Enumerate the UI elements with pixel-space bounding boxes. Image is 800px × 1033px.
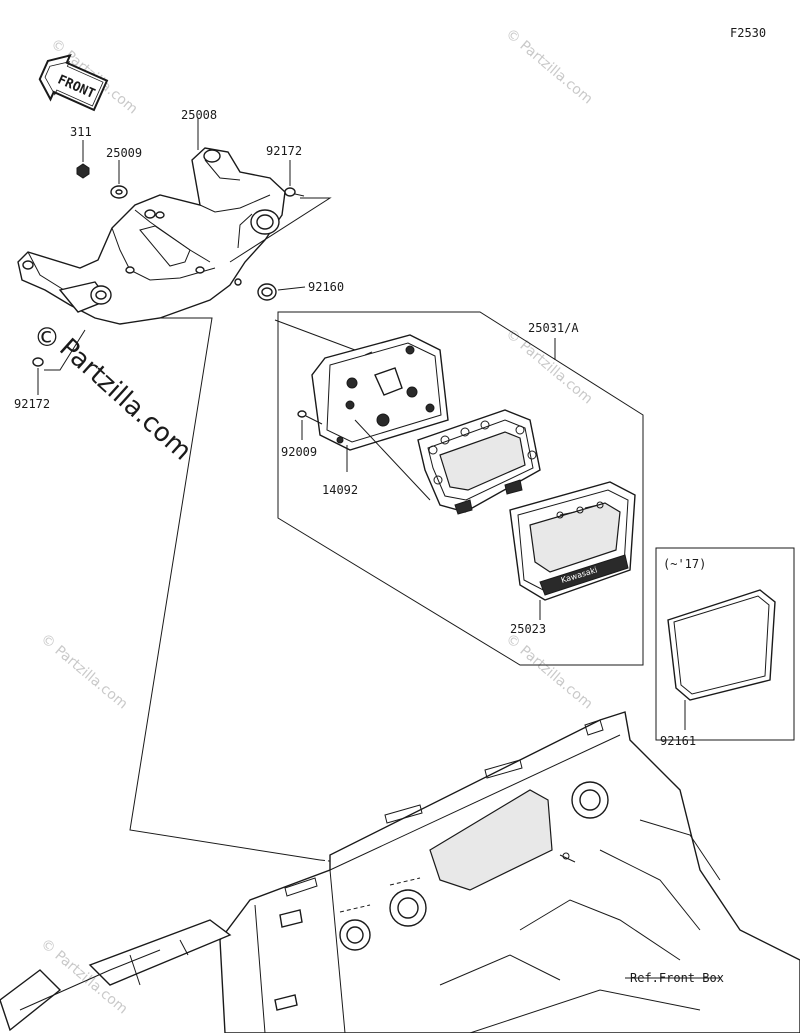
copyright-symbol: © xyxy=(34,323,60,353)
nut-311 xyxy=(76,140,90,179)
figure-code: F2530 xyxy=(730,26,766,40)
part-label-92172-top: 92172 xyxy=(266,144,302,158)
washer-25009 xyxy=(110,160,128,199)
meter-frame xyxy=(417,409,541,515)
screw-92009 xyxy=(297,410,323,440)
grommet-92160 xyxy=(257,283,306,301)
variant-note: (~'17) xyxy=(663,557,706,571)
part-label-14092: 14092 xyxy=(322,483,358,497)
part-label-92172-bottom: 92172 xyxy=(14,397,50,411)
reference-label: Ref.Front Box xyxy=(630,971,724,985)
bracket-25008 xyxy=(17,147,286,325)
part-label-25009: 25009 xyxy=(106,146,142,160)
part-label-92160: 92160 xyxy=(308,280,344,294)
part-label-25023: 25023 xyxy=(510,622,546,636)
watermark: © Partzilla.com xyxy=(502,631,595,713)
part-label-25008: 25008 xyxy=(181,108,217,122)
assembly-box-outline xyxy=(277,311,644,666)
part-label-311: 311 xyxy=(70,125,92,139)
part-label-92009: 92009 xyxy=(281,445,317,459)
bolt-92172-top xyxy=(284,160,305,197)
meter-cover-14092 xyxy=(311,334,449,472)
front-box xyxy=(0,711,800,1033)
watermark: © Partzilla.com xyxy=(502,326,595,408)
part-label-92161: 92161 xyxy=(660,734,696,748)
variant-box xyxy=(655,547,795,741)
part-label-25031A: 25031/A xyxy=(528,321,579,335)
partzilla-watermark: © Partzilla.com xyxy=(34,323,197,467)
part-labels: 311 25008 25009 92172 92160 92172 25031/… xyxy=(14,108,724,985)
meter-unit-25023: Kawasaki xyxy=(509,481,636,620)
partzilla-logo-text: Partzilla.com xyxy=(53,333,197,467)
bolt-92172-bottom xyxy=(32,357,44,395)
watermark: © Partzilla.com xyxy=(502,26,595,108)
watermark: © Partzilla.com xyxy=(37,631,130,713)
